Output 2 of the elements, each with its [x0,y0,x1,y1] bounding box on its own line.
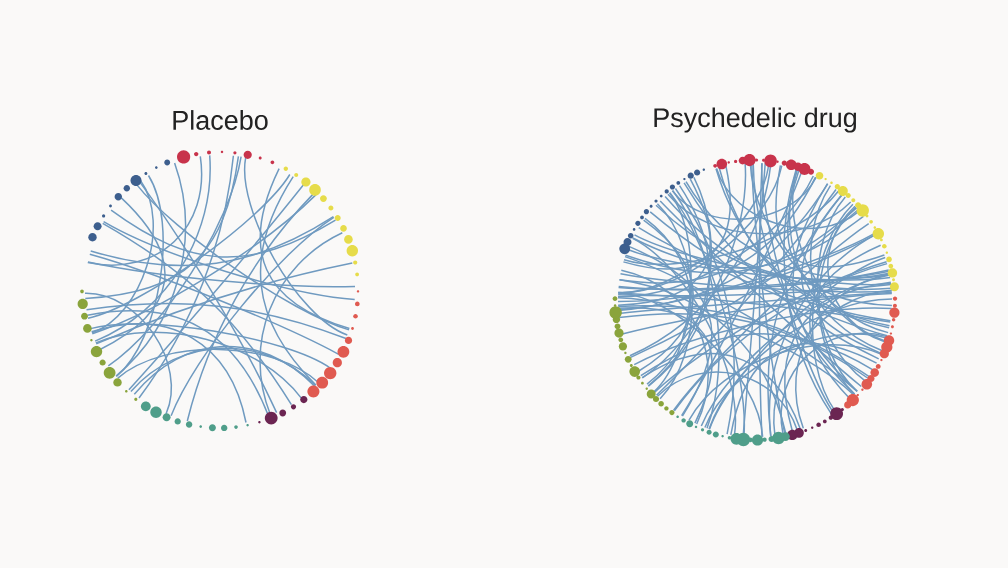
panel-title: Psychedelic drug [654,107,857,133]
panel-title: Placebo [173,110,268,130]
